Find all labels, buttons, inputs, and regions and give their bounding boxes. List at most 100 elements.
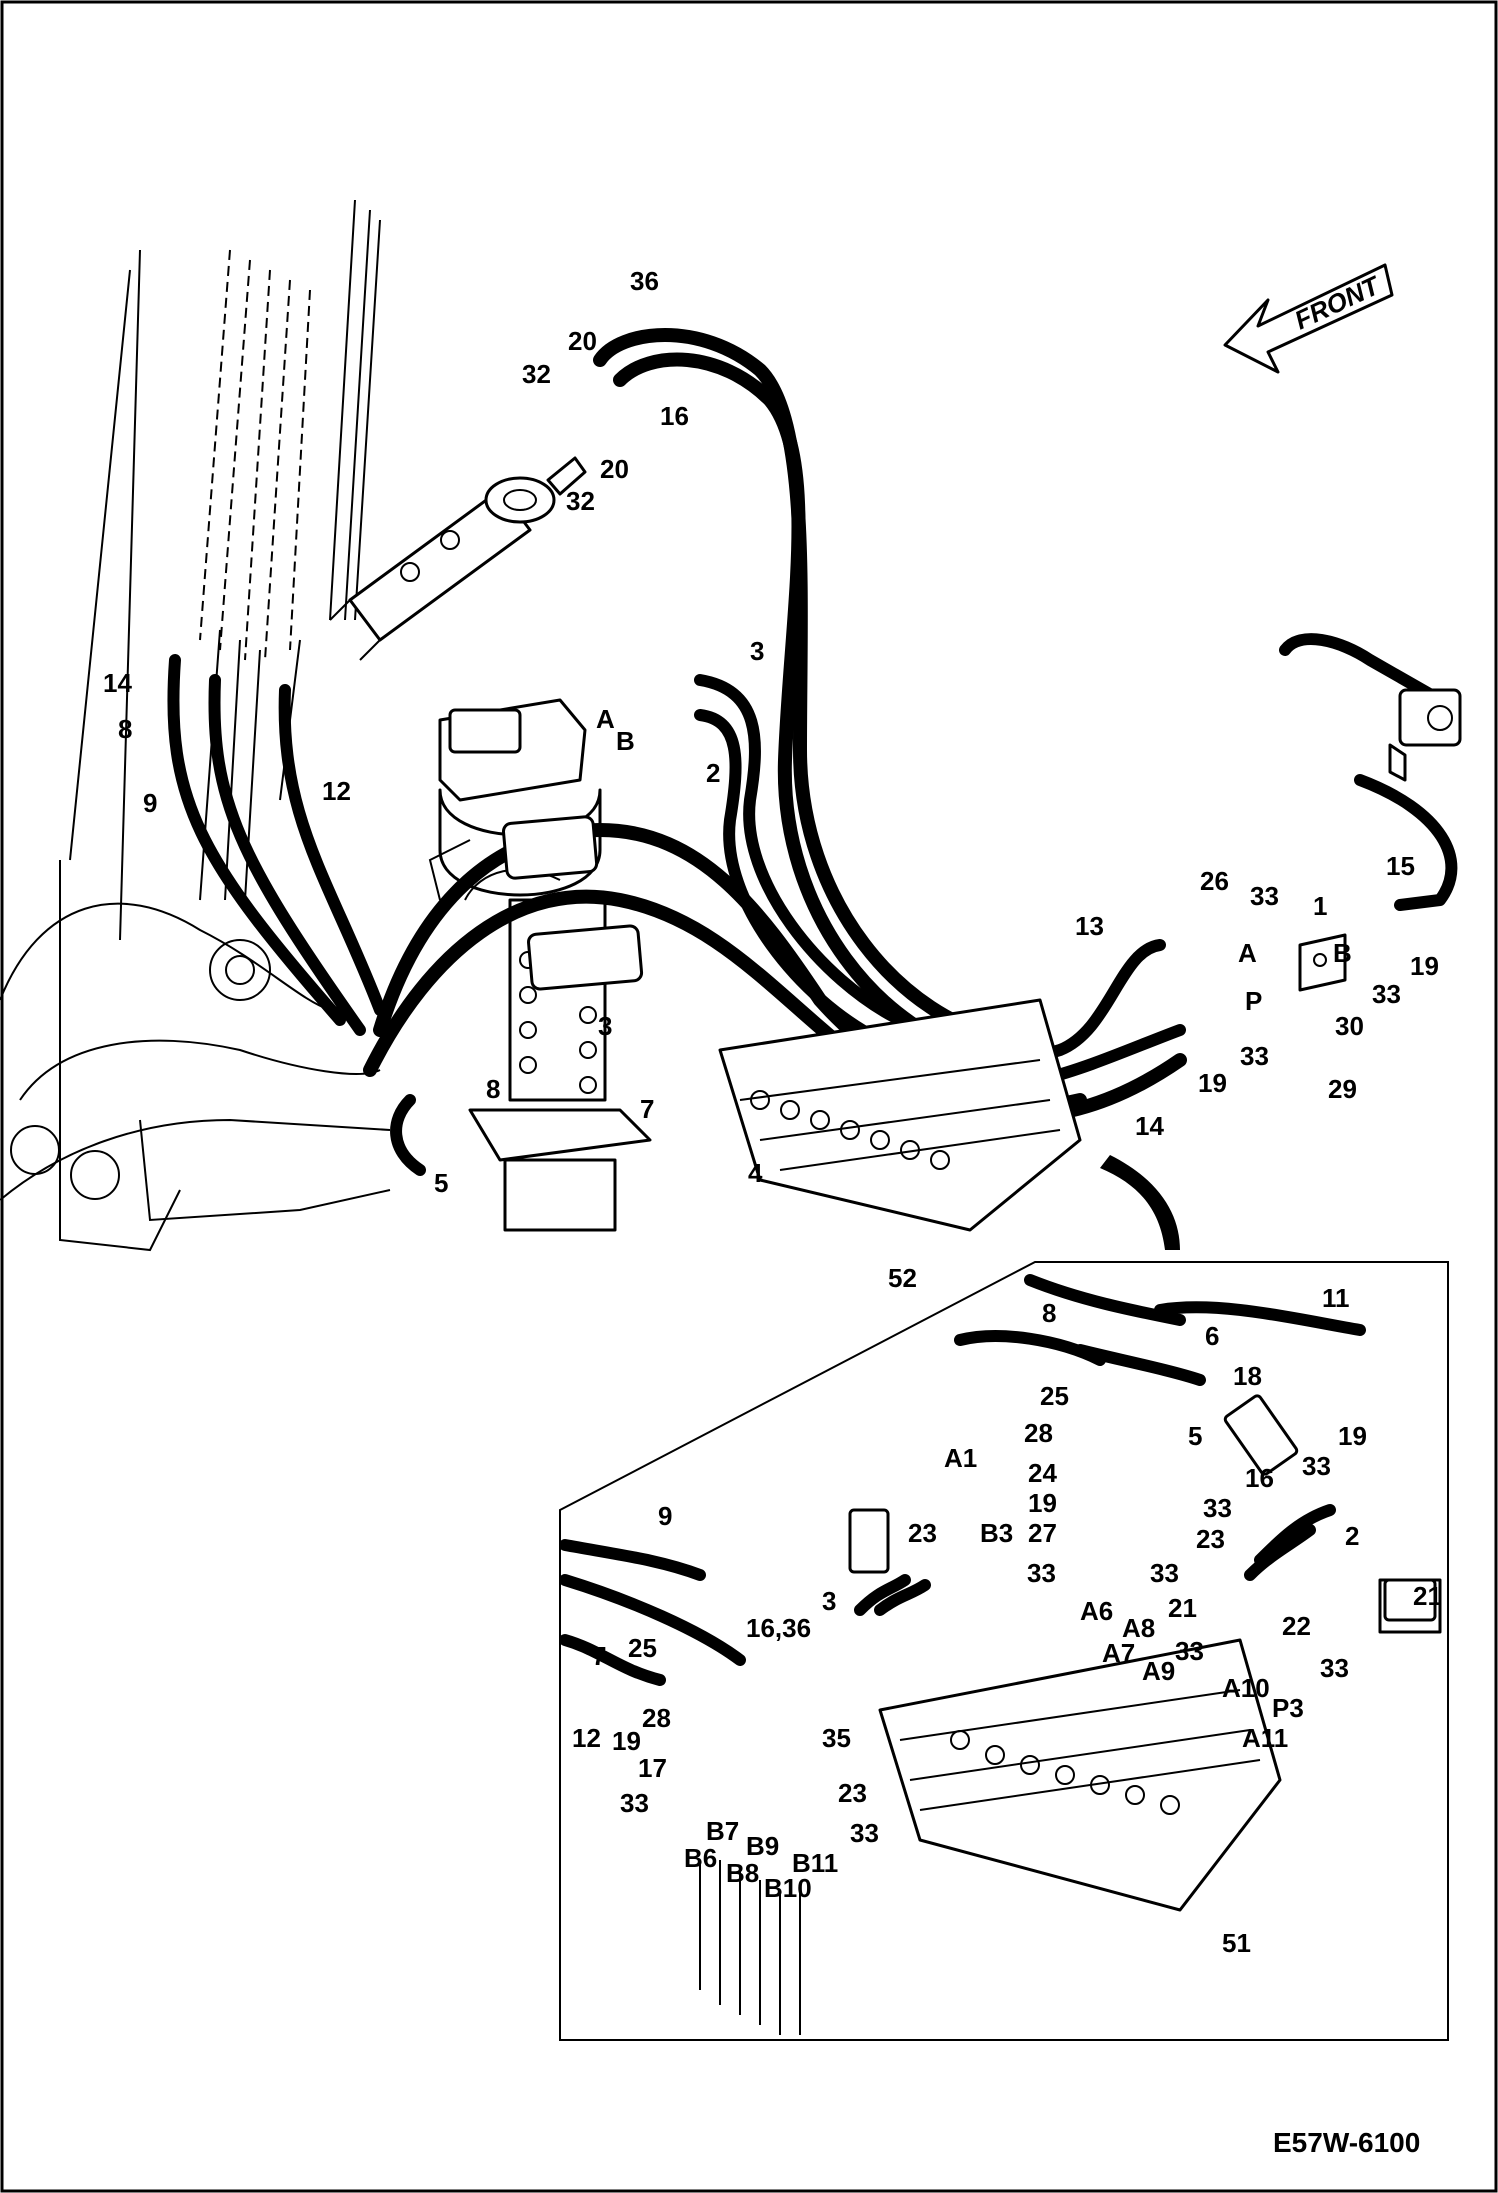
callout: 8 [118,714,132,744]
callout: 36 [630,266,659,296]
callout: 24 [1028,1458,1057,1488]
callout: 21 [1413,1581,1442,1611]
callout: 33 [620,1788,649,1818]
callout: 35 [822,1723,851,1753]
callout: 18 [1233,1361,1262,1391]
callout: B [1333,938,1352,968]
callout: 13 [1075,911,1104,941]
callout: A6 [1080,1596,1113,1626]
callout: 25 [1040,1381,1069,1411]
callout: A [596,704,615,734]
callout: 19 [1338,1421,1367,1451]
callout: B10 [764,1873,812,1903]
callout: 27 [1028,1518,1057,1548]
callout: 33 [1240,1041,1269,1071]
callout: 11 [1322,1283,1350,1313]
callout: A9 [1142,1656,1175,1686]
drawing-id: E57W-6100 [1273,2127,1420,2158]
callout: 2 [1345,1521,1359,1551]
callout-labels: 36 20 32 16 20 32 3 A B 2 14 8 9 12 26 3… [103,266,1439,1293]
callout: B3 [980,1518,1013,1548]
callout: 33 [1027,1558,1056,1588]
callout: 23 [1196,1524,1225,1554]
callout: 33 [1175,1636,1204,1666]
front-label: FRONT [1290,270,1386,336]
callout: P3 [1272,1693,1304,1723]
callout: 19 [1410,951,1439,981]
callout: B11 [792,1848,838,1878]
callout: B9 [746,1831,779,1861]
callout: 4 [748,1158,763,1188]
callout: 51 [1222,1928,1251,1958]
callout: 16 [660,401,689,431]
boom-cylinder [329,456,587,661]
callout: 19 [1198,1068,1227,1098]
callout: 33 [1320,1653,1349,1683]
callout: 16 [1245,1463,1274,1493]
callout: 5 [1188,1421,1202,1451]
callout: 33 [1302,1451,1331,1481]
callout: 3 [822,1586,836,1616]
callout: 23 [838,1778,867,1808]
callout: 22 [1282,1611,1311,1641]
callout: 14 [1135,1111,1164,1141]
callout: B6 [684,1843,717,1873]
callout: 15 [1386,851,1415,881]
callout: A11 [1242,1723,1288,1753]
boom-pipe [1279,633,1462,782]
callout: 6 [1205,1321,1219,1351]
callout: 33 [1203,1493,1232,1523]
callout: 26 [1200,866,1229,896]
callout: 28 [642,1703,671,1733]
callout: 32 [522,359,551,389]
callout: 9 [658,1501,672,1531]
callout: 14 [103,668,132,698]
callout: B [616,726,635,756]
callout: 1 [1313,891,1327,921]
callout: 8 [1042,1298,1056,1328]
callout: 52 [888,1263,917,1293]
callout: 5 [434,1168,448,1198]
callout: 19 [1028,1488,1057,1518]
boom-structure [0,199,391,1252]
callout: 16,36 [746,1613,811,1643]
callout: 19 [612,1726,641,1756]
detail-arrow [1100,1155,1180,1250]
callout: 12 [572,1723,601,1753]
callout: 33 [1250,881,1279,911]
callout: 3 [750,636,764,666]
callout: 7 [640,1094,654,1124]
callout: 23 [908,1518,937,1548]
hose-bundle [167,328,1458,1176]
callout: 8 [486,1074,500,1104]
valve-detail-inset [559,1261,1449,2041]
callout: 25 [628,1633,657,1663]
callout: P [1245,986,1262,1016]
callout: 7 [592,1641,606,1671]
callout: A10 [1222,1673,1270,1703]
callout: 9 [143,788,157,818]
callout: 32 [566,486,595,516]
callout: 33 [1372,979,1401,1009]
main-control-valve [718,933,1347,1232]
callout: 21 [1168,1593,1197,1623]
callout: 3 [598,1011,612,1041]
callout: 20 [600,454,629,484]
callout: B8 [726,1858,759,1888]
callout: 33 [1150,1558,1179,1588]
callout: 29 [1328,1074,1357,1104]
callout: 28 [1024,1418,1053,1448]
callout: 2 [706,758,720,788]
detail-callout-labels: 8 11 6 18 25 19 28 5 A1 33 24 16 19 33 2… [572,1283,1442,1958]
callout: 30 [1335,1011,1364,1041]
callout: 12 [322,776,351,806]
callout: A [1238,938,1257,968]
callout: 17 [638,1753,667,1783]
callout: A7 [1102,1638,1135,1668]
callout: 33 [850,1818,879,1848]
callout: A1 [944,1443,977,1473]
callout: B7 [706,1816,739,1846]
callout: 20 [568,326,597,356]
